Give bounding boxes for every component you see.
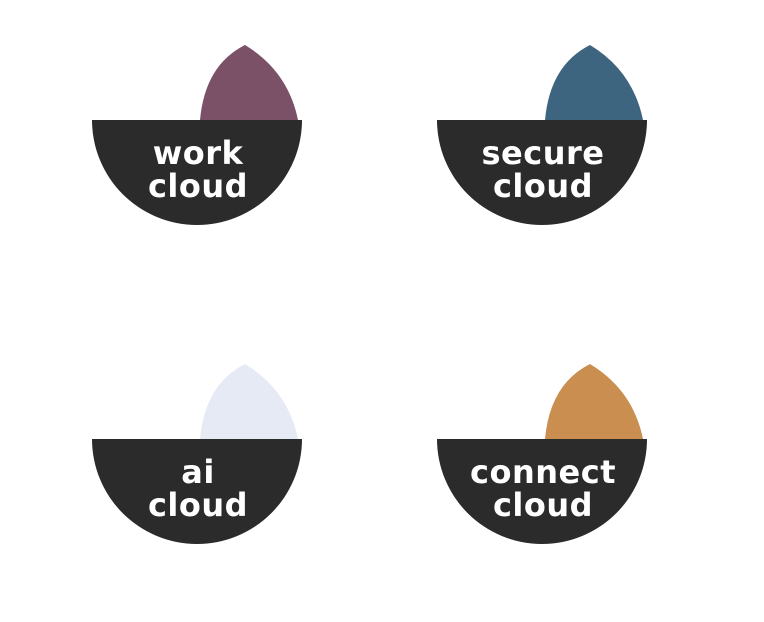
logo-wordmark: connect cloud (433, 456, 653, 522)
wordmark-line-2: cloud (147, 486, 249, 524)
wordmark-line-1: ai (181, 453, 215, 491)
ai-cloud-emblem (92, 364, 302, 544)
work-cloud-emblem (92, 45, 302, 225)
wordmark-line-1: work (152, 134, 244, 172)
petal-shape (200, 45, 298, 120)
petal-shape (545, 45, 643, 120)
petal-shape (545, 364, 643, 439)
half-disc-shape (437, 439, 647, 544)
half-disc-shape (92, 439, 302, 544)
half-disc-shape (437, 120, 647, 225)
work-cloud-logo: work cloud (88, 43, 308, 263)
wordmark-line-2: cloud (492, 167, 594, 205)
logo-wordmark: ai cloud (88, 456, 308, 522)
secure-cloud-logo: secure cloud (433, 43, 653, 263)
connect-cloud-logo: connect cloud (433, 362, 653, 582)
half-disc-shape (92, 120, 302, 225)
wordmark-line-2: cloud (147, 167, 249, 205)
connect-cloud-emblem (437, 364, 647, 544)
secure-cloud-emblem (437, 45, 647, 225)
logo-wordmark: work cloud (88, 137, 308, 203)
wordmark-line-2: cloud (492, 486, 594, 524)
petal-shape (200, 364, 298, 439)
wordmark-line-1: secure (481, 134, 605, 172)
wordmark-line-1: connect (470, 453, 616, 491)
ai-cloud-logo: ai cloud (88, 362, 308, 582)
logo-wordmark: secure cloud (433, 137, 653, 203)
